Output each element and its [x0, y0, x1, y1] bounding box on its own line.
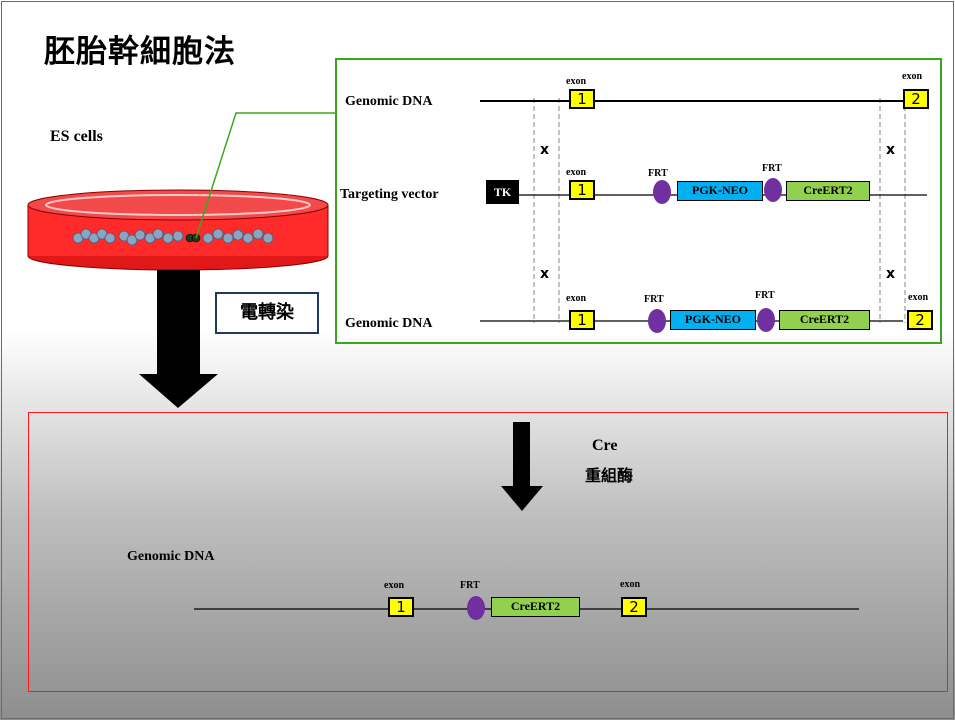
- exon-1-box: 1: [569, 310, 595, 330]
- exon-label: exon: [566, 76, 586, 87]
- frt-label: FRT: [644, 294, 664, 305]
- frt-site: [648, 309, 666, 333]
- genomic-dna-label-3: Genomic DNA: [127, 549, 215, 565]
- exon-1-box: 1: [569, 89, 595, 109]
- exon-label: exon: [908, 292, 928, 303]
- frt-site: [757, 308, 775, 332]
- frt-site: [653, 180, 671, 204]
- frt-label: FRT: [460, 580, 480, 591]
- creert2-box: CreERT2: [491, 597, 580, 617]
- exon-label: exon: [384, 580, 404, 591]
- petri-dish: [28, 190, 328, 270]
- exon-label: exon: [566, 293, 586, 304]
- crossover-mark: x: [540, 142, 549, 158]
- targeting-vector-label: Targeting vector: [340, 187, 439, 203]
- creert2-box: CreERT2: [786, 181, 870, 201]
- exon-label: exon: [620, 579, 640, 590]
- frt-site: [764, 178, 782, 202]
- genomic-dna-label-2: Genomic DNA: [345, 316, 433, 332]
- exon-label: exon: [902, 71, 922, 82]
- recombinase-label: 重組酶: [585, 462, 633, 486]
- crossover-mark: x: [540, 266, 549, 282]
- pgk-neo-box: PGK-NEO: [677, 181, 763, 201]
- exon-label: exon: [566, 167, 586, 178]
- exon-1-box: 1: [569, 180, 595, 200]
- creert2-box: CreERT2: [779, 310, 870, 330]
- exon-2-box: 2: [903, 89, 929, 109]
- genomic-dna-label-1: Genomic DNA: [345, 94, 433, 110]
- electroporation-box: 電轉染: [215, 292, 319, 334]
- frt-label: FRT: [762, 163, 782, 174]
- frt-site: [467, 596, 485, 620]
- down-arrow-electroporation: [139, 270, 218, 408]
- exon-1-box: 1: [388, 597, 414, 617]
- crossover-mark: x: [886, 266, 895, 282]
- exon-2-box: 2: [907, 310, 933, 330]
- frt-label: FRT: [648, 168, 668, 179]
- cre-label: Cre: [592, 437, 617, 455]
- tk-box: TK: [486, 180, 519, 204]
- crossover-mark: x: [886, 142, 895, 158]
- exon-2-box: 2: [621, 597, 647, 617]
- frt-label: FRT: [755, 290, 775, 301]
- pgk-neo-box: PGK-NEO: [670, 310, 756, 330]
